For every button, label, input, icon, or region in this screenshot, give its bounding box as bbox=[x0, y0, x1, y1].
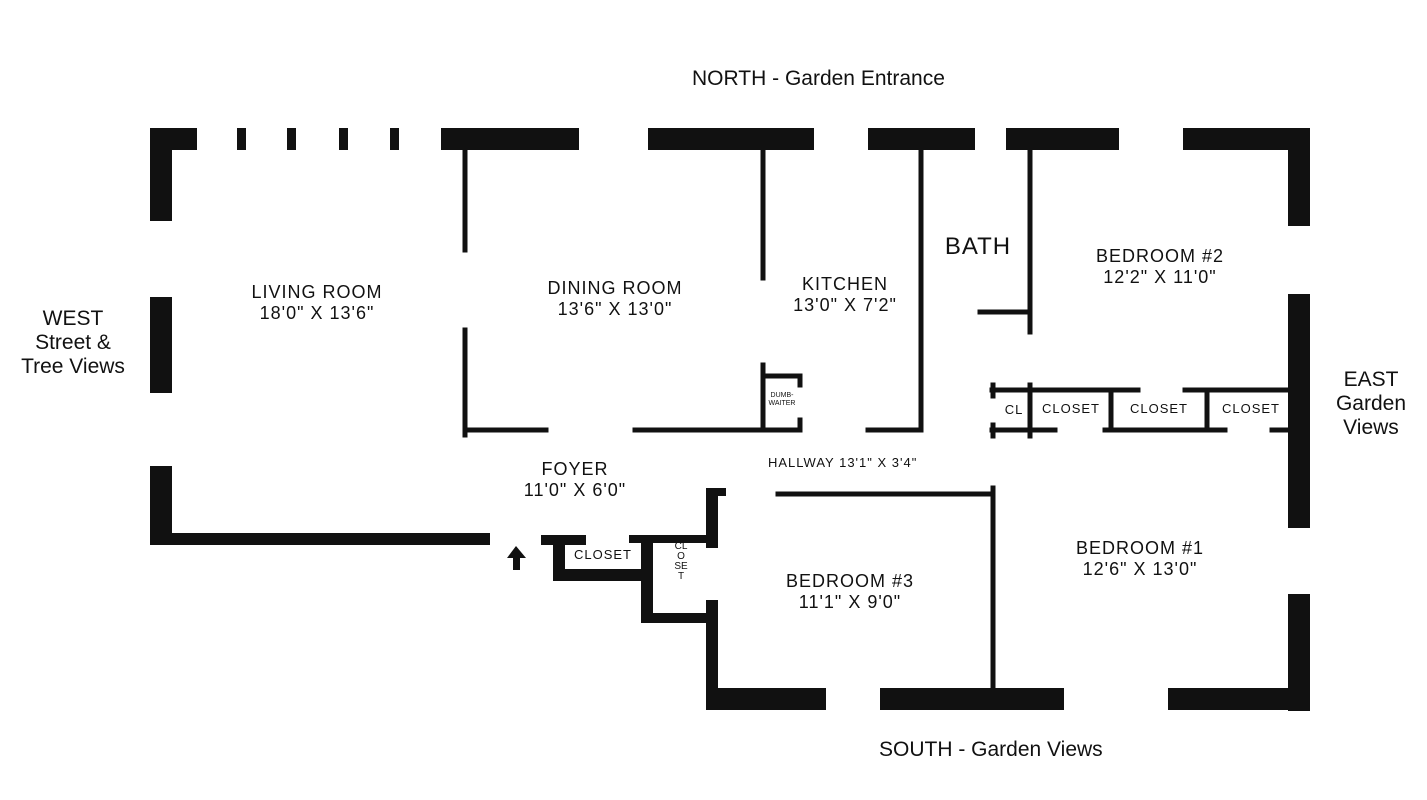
dumbwaiter-line: DUMB- bbox=[770, 392, 794, 399]
cl-label: CL bbox=[1004, 402, 1024, 417]
foyer-closet-wall bbox=[553, 569, 653, 581]
room-name: LIVING ROOM bbox=[251, 282, 383, 302]
room-name: BEDROOM #1 bbox=[1075, 538, 1205, 558]
bedroom3-west-wall bbox=[706, 600, 718, 710]
west-wall-segment bbox=[150, 466, 172, 545]
room-size: 11'0" X 6'0" bbox=[523, 479, 627, 500]
bedroom3-door-jamb bbox=[706, 488, 726, 496]
vertical-closet-label: CLOSET bbox=[674, 541, 688, 582]
north-wall-segment bbox=[441, 128, 579, 150]
room-name: BEDROOM #2 bbox=[1095, 246, 1225, 266]
closet-label: CLOSET bbox=[1041, 401, 1100, 416]
east-label: EAST Garden Views bbox=[1316, 368, 1426, 440]
room-size: 11'1" X 9'0" bbox=[798, 591, 902, 612]
west-label-line: Street & bbox=[35, 331, 111, 355]
east-wall-segment bbox=[1288, 294, 1310, 528]
east-wall-segment bbox=[1288, 594, 1310, 711]
foyer-closet-label: CLOSET bbox=[573, 547, 632, 562]
entry-arrow-icon bbox=[507, 546, 526, 570]
north-window-mullion bbox=[287, 128, 296, 150]
south-wall-segment bbox=[880, 688, 1064, 710]
west-label: WEST Street & Tree Views bbox=[8, 307, 138, 379]
foyer-closet-wall bbox=[629, 535, 718, 543]
west-label-line: WEST bbox=[42, 307, 104, 330]
north-window-mullion bbox=[237, 128, 246, 150]
north-window-mullion bbox=[339, 128, 348, 150]
east-label-line: EAST bbox=[1343, 368, 1399, 391]
foyer-label: FOYER 11'0" X 6'0" bbox=[500, 459, 650, 500]
south-label: SOUTH - Garden Views bbox=[879, 738, 1103, 761]
room-name: KITCHEN bbox=[801, 274, 888, 294]
foyer-closet-wall bbox=[641, 535, 653, 623]
bath-label: BATH bbox=[944, 233, 1012, 260]
south-living-wall bbox=[150, 533, 490, 545]
room-size: 12'2" X 11'0" bbox=[1103, 266, 1217, 287]
north-window-mullion bbox=[390, 128, 399, 150]
north-wall-segment bbox=[648, 128, 814, 150]
closet-label: CLOSET bbox=[1221, 401, 1280, 416]
north-label: NORTH - Garden Entrance bbox=[692, 67, 945, 90]
dining-room-label: DINING ROOM 13'6" X 13'0" bbox=[515, 278, 715, 319]
room-size: 18'0" X 13'6" bbox=[259, 302, 375, 323]
dumbwaiter-label: DUMB- WAITER bbox=[764, 392, 800, 407]
room-name: DINING ROOM bbox=[547, 278, 683, 298]
kitchen-label: KITCHEN 13'0" X 7'2" bbox=[780, 274, 910, 315]
north-wall-segment bbox=[1183, 128, 1310, 150]
west-wall-segment bbox=[150, 128, 172, 221]
bedroom1-label: BEDROOM #1 12'6" X 13'0" bbox=[1050, 538, 1230, 579]
room-size: 12'6" X 13'0" bbox=[1082, 558, 1198, 579]
west-label-line: Tree Views bbox=[21, 355, 125, 379]
bedroom2-label: BEDROOM #2 12'2" X 11'0" bbox=[1070, 246, 1250, 287]
north-wall-segment bbox=[868, 128, 975, 150]
bedroom3-label: BEDROOM #3 11'1" X 9'0" bbox=[760, 571, 940, 612]
foyer-closet-wall bbox=[641, 613, 718, 623]
west-wall-segment bbox=[150, 297, 172, 393]
room-name: FOYER bbox=[541, 459, 609, 479]
hallway-label: HALLWAY 13'1" X 3'4" bbox=[768, 455, 918, 470]
east-label-line: Garden bbox=[1335, 392, 1407, 416]
dumbwaiter-line: WAITER bbox=[768, 399, 796, 407]
closet-label: CLOSET bbox=[1129, 401, 1188, 416]
living-room-label: LIVING ROOM 18'0" X 13'6" bbox=[222, 282, 412, 323]
south-wall-segment bbox=[1168, 688, 1310, 710]
north-wall-segment bbox=[1006, 128, 1119, 150]
room-size: 13'0" X 7'2" bbox=[793, 294, 897, 315]
east-wall-segment bbox=[1288, 128, 1310, 226]
room-name: BEDROOM #3 bbox=[785, 571, 915, 591]
room-size: 13'6" X 13'0" bbox=[557, 298, 673, 319]
east-label-line: Views bbox=[1343, 416, 1399, 440]
south-wall-segment bbox=[706, 688, 826, 710]
bedroom3-west-wall bbox=[706, 488, 718, 548]
